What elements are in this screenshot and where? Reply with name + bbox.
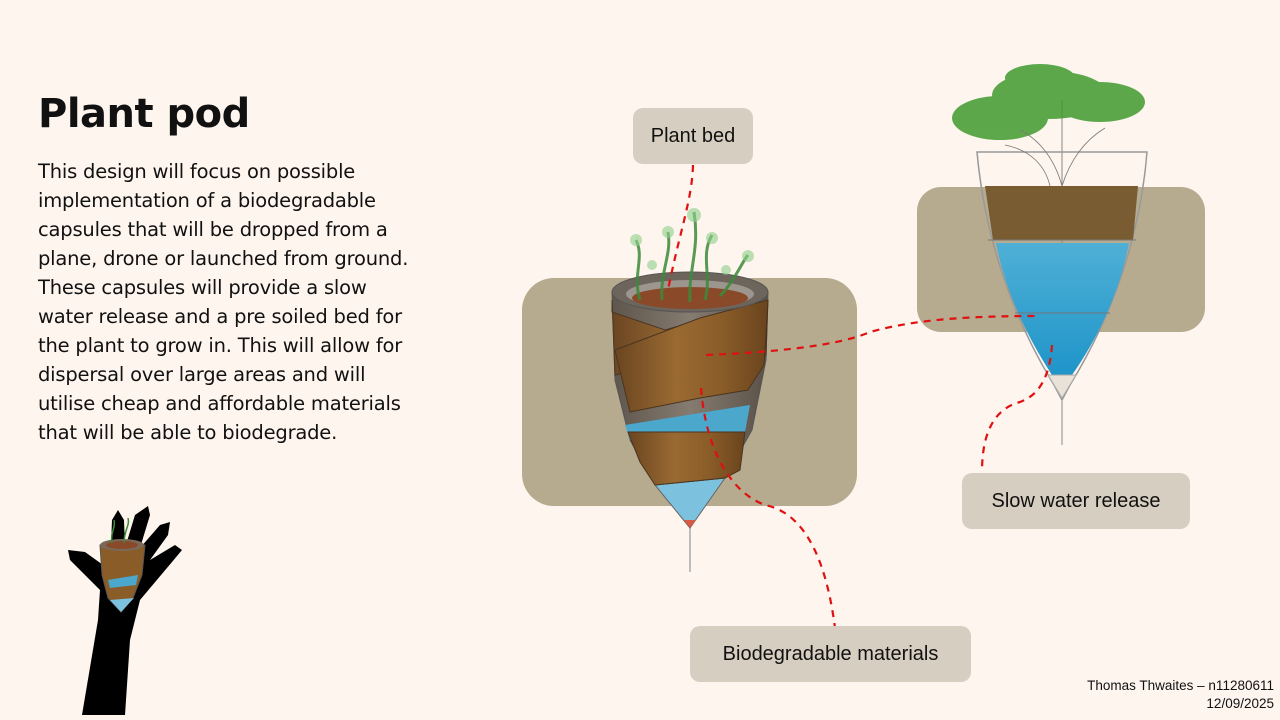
leader-line-plant-bed [666, 164, 695, 291]
slide-footer: Thomas Thwaites – n11280611 12/09/2025 [1087, 677, 1274, 713]
hand-holding-pod-illustration [68, 506, 182, 715]
callout-slow-water-release-label: Slow water release [991, 489, 1161, 512]
callout-plant-bed: Plant bed [633, 108, 753, 164]
cross-section-water [996, 243, 1129, 375]
footer-author: Thomas Thwaites – n11280611 [1087, 678, 1274, 693]
callout-biodegradable-materials-label: Biodegradable materials [722, 642, 939, 665]
callout-biodegradable-materials: Biodegradable materials [690, 626, 971, 682]
leader-line-slow-water-release-bottom [980, 344, 1054, 473]
pod-tip-cap [684, 520, 696, 528]
pod-water-band [625, 405, 750, 440]
leader-lines [666, 164, 1054, 629]
leader-line-slow-water-release [705, 314, 1041, 357]
footer-date: 12/09/2025 [1206, 696, 1274, 711]
cross-section-tree [952, 64, 1145, 140]
cross-section-soil [985, 186, 1138, 240]
slide-title: Plant pod [38, 91, 250, 137]
callout-plant-bed-label: Plant bed [650, 124, 736, 147]
callout-slow-water-release: Slow water release [962, 473, 1190, 529]
plant-pod-illustration [611, 208, 769, 572]
slide-description: This design will focus on possible imple… [38, 160, 409, 444]
cross-section-illustration [952, 64, 1148, 445]
